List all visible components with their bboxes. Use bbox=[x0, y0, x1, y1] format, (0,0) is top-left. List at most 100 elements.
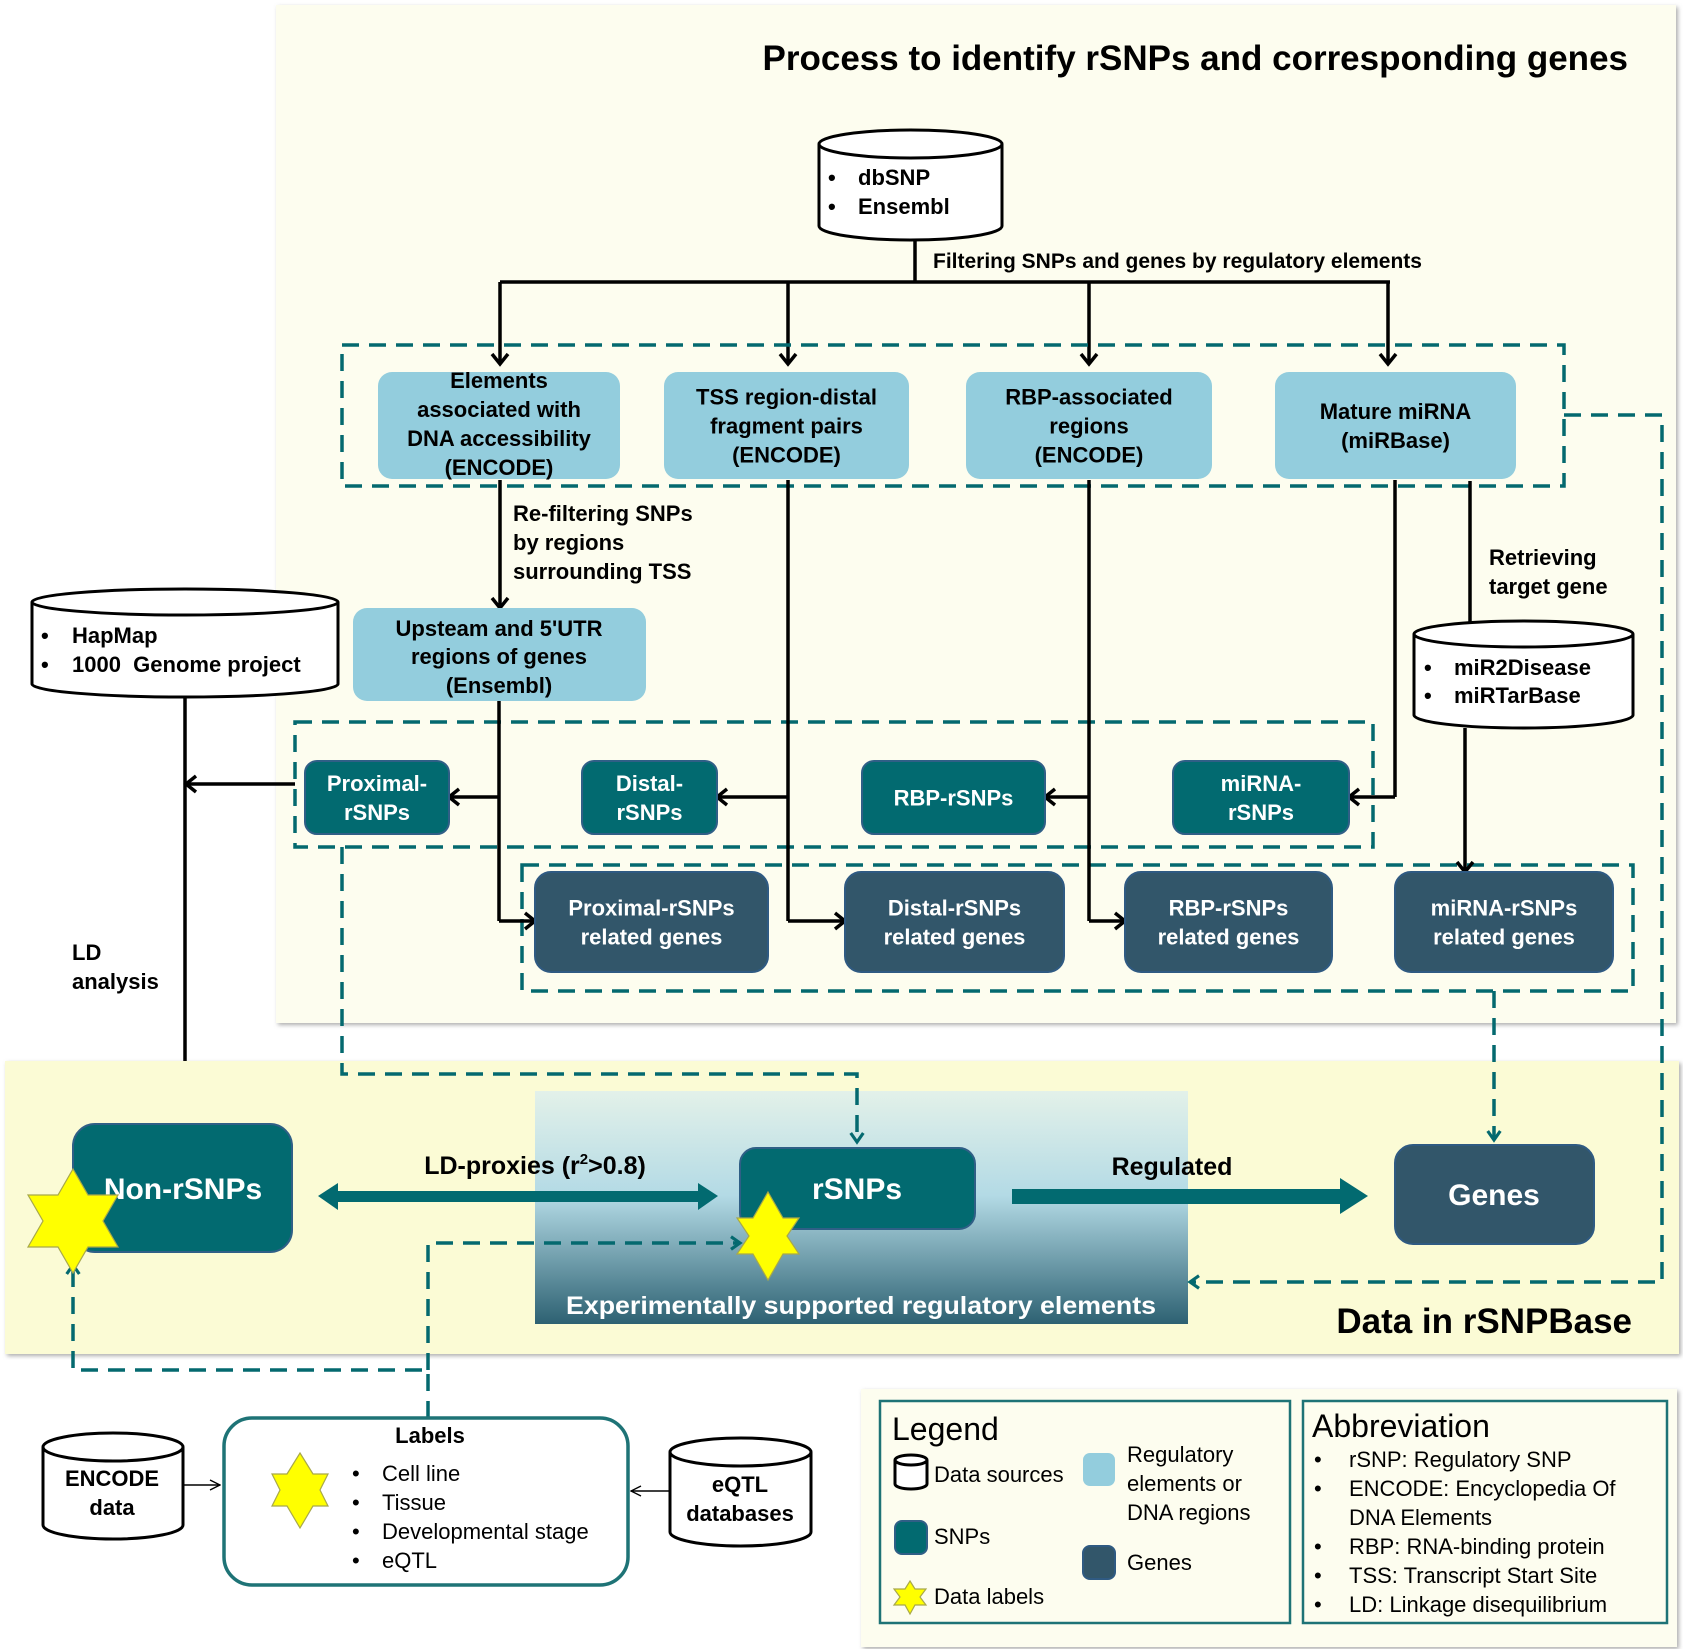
box-line: Proximal-rSNPs bbox=[568, 896, 734, 921]
label-item: eQTL bbox=[382, 1548, 437, 1573]
box-line: regions of genes bbox=[411, 644, 587, 669]
node-label: Genes bbox=[1448, 1179, 1540, 1212]
box-line: (ENCODE) bbox=[445, 455, 554, 480]
legend-data-sources: Data sources bbox=[934, 1462, 1064, 1487]
bullet: • bbox=[1424, 683, 1432, 708]
labels-title: Labels bbox=[395, 1423, 465, 1448]
legend-regulatory: Regulatory bbox=[1127, 1442, 1233, 1467]
legend-data-labels: Data labels bbox=[934, 1584, 1044, 1609]
experimental-elements-label: Experimentally supported regulatory elem… bbox=[566, 1292, 1156, 1320]
refilter-line: Re-filtering SNPs bbox=[513, 501, 693, 526]
bullet: • bbox=[41, 652, 49, 677]
rsnp-category-box: miRNA-rSNPs bbox=[1172, 760, 1350, 835]
abbreviation-item: rSNP: Regulatory SNP bbox=[1349, 1447, 1572, 1472]
box-line: rSNPs bbox=[616, 800, 682, 825]
bullet: • bbox=[1314, 1447, 1322, 1472]
filter-label: Filtering SNPs and genes by regulatory e… bbox=[933, 250, 1422, 273]
regulated-label: Regulated bbox=[1112, 1153, 1233, 1181]
database-cylinder-icon bbox=[817, 128, 1004, 242]
database-cylinder-icon bbox=[41, 1431, 185, 1541]
box-line: RBP-rSNPs bbox=[894, 786, 1014, 811]
bullet: • bbox=[1314, 1476, 1322, 1501]
rsnps-node: rSNPs bbox=[739, 1147, 976, 1230]
abbreviation-item: TSS: Transcript Start Site bbox=[1349, 1563, 1597, 1588]
label-item: Cell line bbox=[382, 1461, 460, 1486]
dashed-data-connectors bbox=[65, 413, 1664, 1418]
box-line: Proximal- bbox=[327, 771, 427, 796]
data-panel-title: Data in rSNPBase bbox=[1336, 1302, 1632, 1341]
database-cylinder-icon bbox=[893, 1453, 929, 1491]
label-item: Developmental stage bbox=[382, 1519, 589, 1544]
box-line: Elements bbox=[450, 368, 548, 393]
abbreviation-item: DNA Elements bbox=[1349, 1505, 1492, 1530]
retrieving-label: Retrieving bbox=[1489, 545, 1597, 570]
rsnp-connectors bbox=[175, 480, 1475, 1127]
box-line: related genes bbox=[581, 925, 723, 950]
non-rsnps-node: Non-rSNPs bbox=[72, 1123, 293, 1253]
db-item: miRTarBase bbox=[1454, 683, 1581, 708]
legend-genes: Genes bbox=[1127, 1550, 1192, 1575]
bullet: • bbox=[352, 1548, 360, 1573]
regulated-arrow bbox=[1012, 1178, 1368, 1214]
data-label-star-icon bbox=[892, 1579, 928, 1616]
data-label-star-icon bbox=[26, 1167, 120, 1275]
refilter-label: Re-filtering SNPs by regions surrounding… bbox=[513, 501, 693, 584]
bullet: • bbox=[1314, 1534, 1322, 1559]
box-line: regions bbox=[1049, 414, 1128, 439]
abbreviation-item: RBP: RNA-binding protein bbox=[1349, 1534, 1605, 1559]
ld-proxies-threshold: >0.8) bbox=[588, 1152, 646, 1180]
legend-box: Legend Data sources Regulatory elements … bbox=[878, 1399, 1292, 1625]
retrieving-label: target gene bbox=[1489, 574, 1608, 599]
ld-analysis-label: LD bbox=[72, 940, 101, 965]
regulatory-element-box: Mature miRNA(miRBase) bbox=[1275, 372, 1516, 479]
abbreviation-title: Abbreviation bbox=[1312, 1408, 1490, 1444]
node-label: Non-rSNPs bbox=[104, 1173, 262, 1206]
box-line: related genes bbox=[884, 925, 1026, 950]
rsnp-category-box: Distal-rSNPs bbox=[581, 760, 718, 835]
abbreviation-item: LD: Linkage disequilibrium bbox=[1349, 1592, 1607, 1617]
refilter-line: by regions bbox=[513, 530, 624, 555]
related-genes-box: miRNA-rSNPs related genes bbox=[1394, 871, 1614, 973]
bullet: • bbox=[828, 194, 836, 219]
refilter-line: surrounding TSS bbox=[513, 559, 691, 584]
regulatory-swatch bbox=[1083, 1453, 1115, 1486]
db-item: Ensembl bbox=[858, 194, 950, 219]
data-label-star-icon bbox=[735, 1190, 801, 1282]
box-line: DNA accessibility bbox=[407, 426, 592, 451]
bullet: • bbox=[352, 1461, 360, 1486]
legend-snps: SNPs bbox=[934, 1524, 990, 1549]
ld-proxies-sup: 2 bbox=[580, 1151, 588, 1168]
box-line: Upsteam and 5'UTR bbox=[396, 616, 603, 641]
eqtl-databases-database: eQTL databases bbox=[668, 1436, 813, 1548]
rsnp-category-box: Proximal-rSNPs bbox=[304, 760, 450, 835]
dbsnp-ensembl-database: • dbSNP • Ensembl bbox=[817, 128, 1004, 242]
db-item: data bbox=[89, 1495, 135, 1520]
box-line: miRNA-rSNPs bbox=[1431, 896, 1578, 921]
box-line: related genes bbox=[1433, 925, 1575, 950]
ld-proxies-label: LD-proxies (r2>0.8) bbox=[424, 1151, 646, 1180]
box-line: (ENCODE) bbox=[1035, 443, 1144, 468]
upstream-5utr-box: Upsteam and 5'UTR regions of genes (Ense… bbox=[353, 608, 646, 701]
node-label: rSNPs bbox=[812, 1173, 902, 1206]
box-line: Mature miRNA bbox=[1320, 399, 1472, 424]
database-cylinder-icon bbox=[668, 1436, 813, 1548]
box-line: Distal- bbox=[616, 771, 683, 796]
regulatory-elements-group bbox=[340, 343, 1566, 488]
box-line: miRNA- bbox=[1221, 771, 1302, 796]
bullet: • bbox=[1424, 655, 1432, 680]
hapmap-1000genomes-database: • HapMap • 1000 Genome project bbox=[30, 587, 340, 699]
box-line: related genes bbox=[1158, 925, 1300, 950]
abbreviation-box: Abbreviation •rSNP: Regulatory SNP•ENCOD… bbox=[1301, 1399, 1669, 1625]
mir2disease-mirtarbase-database: • miR2Disease • miRTarBase bbox=[1412, 619, 1635, 730]
labels-box: Labels •Cell line•Tissue•Developmental s… bbox=[222, 1416, 630, 1587]
genes-node: Genes bbox=[1394, 1144, 1595, 1245]
ld-analysis-label: analysis bbox=[72, 969, 159, 994]
data-label-star-icon bbox=[271, 1451, 329, 1530]
database-cylinder-icon bbox=[1412, 619, 1635, 730]
